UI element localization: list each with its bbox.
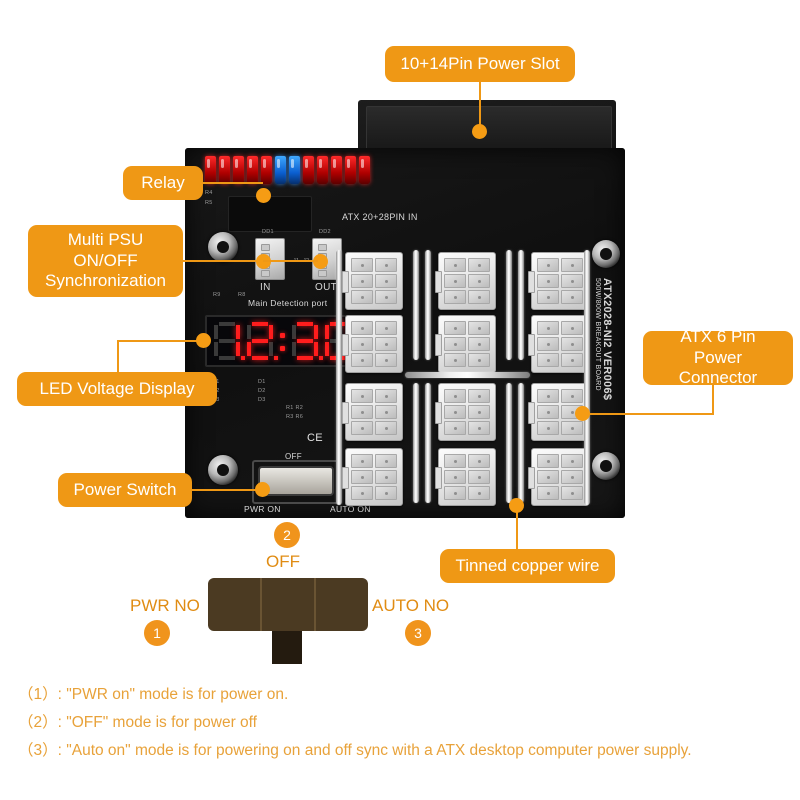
leader-multi-psu-b: [263, 260, 318, 262]
switch-number-2: 2: [274, 522, 300, 548]
silk-in-label: IN: [260, 282, 271, 293]
tinned-copper-wire: [518, 383, 524, 503]
leader-multi-psu: [183, 260, 263, 262]
led-digit-1: [214, 322, 245, 360]
led-colon: [280, 326, 285, 356]
switch-auto-no-label: AUTO NO: [372, 596, 450, 615]
tinned-copper-wire: [506, 250, 512, 360]
switch-off-label: OFF: [266, 552, 300, 571]
silk-pwr-on-label: PWR ON: [244, 504, 281, 514]
callout-tinned-copper-wire[interactable]: Tinned copper wire: [440, 549, 615, 583]
callout-atx-6pin[interactable]: ATX 6 Pin Power Connector: [643, 327, 793, 387]
callout-led-voltage-display[interactable]: LED Voltage Display: [17, 372, 217, 406]
silk-dd1: DD1: [262, 229, 274, 235]
silk-out-label: OUT: [315, 282, 338, 293]
atx-6pin-connector: [435, 383, 496, 441]
anchor-dot-multi-psu-secondary: [313, 254, 328, 269]
anchor-dot-power-slot: [472, 124, 487, 139]
switch-number-1: 1: [144, 620, 170, 646]
tinned-copper-wire: [413, 250, 419, 360]
leader-led-display-horiz: [117, 340, 202, 342]
tinned-copper-wire: [413, 383, 419, 503]
silk-auto-on-label: AUTO ON: [330, 504, 371, 514]
footnote-1: （1）: "PWR on" mode is for power on.: [18, 686, 289, 703]
atx-6pin-connector: [342, 315, 403, 373]
silk-atx-in-label: ATX 20+28PIN IN: [342, 212, 418, 222]
callout-relay[interactable]: Relay: [123, 166, 203, 200]
silk-r5: R5: [205, 200, 213, 206]
tinned-copper-wire: [584, 250, 590, 505]
footnote-3: （3）: "Auto on" mode is for powering on a…: [18, 742, 692, 759]
switch-pwr-no-label: PWR NO: [130, 596, 200, 615]
switch-number-3: 3: [405, 620, 431, 646]
callout-power-slot[interactable]: 10+14Pin Power Slot: [385, 46, 575, 82]
leader-power-slot: [479, 82, 481, 130]
led-digit-3: [292, 322, 323, 360]
tinned-copper-wire: [518, 250, 524, 360]
leader-tinned-wire: [516, 506, 518, 549]
silk-main-detection-port: Main Detection port: [248, 298, 328, 308]
anchor-dot-atx6pin: [575, 406, 590, 421]
atx-6pin-connector: [435, 448, 496, 506]
tinned-copper-wire: [425, 250, 431, 360]
silk-board-spec: 500W/800W BREAKOUT BOARD: [594, 278, 601, 391]
atx-6pin-connector: [528, 252, 589, 310]
switch-stem: [272, 631, 302, 664]
anchor-dot-relay: [256, 188, 271, 203]
switch-position-off[interactable]: [262, 578, 316, 631]
silk-r4: R4: [205, 190, 213, 196]
atx-6pin-connector: [342, 252, 403, 310]
footnote-2: （2）: "OFF" mode is for power off: [18, 714, 257, 731]
relay-module-block: [228, 196, 312, 232]
silk-ce: CE: [307, 432, 323, 444]
atx-6pin-connector: [435, 252, 496, 310]
leader-atx6pin-horiz: [590, 413, 714, 415]
callout-multi-psu-sync[interactable]: Multi PSU ON/OFF Synchronization: [28, 225, 183, 297]
mounting-hole-bottom-left: [208, 455, 238, 485]
mounting-hole-top-left: [208, 232, 238, 262]
silk-dd2: DD2: [319, 229, 331, 235]
silk-off-label: OFF: [285, 452, 302, 461]
tinned-copper-wire: [336, 250, 342, 505]
atx-6pin-connector: [342, 383, 403, 441]
silk-board-model: ATX2028-NI2 VER006$: [601, 278, 613, 401]
leader-led-display-vert: [117, 340, 119, 372]
leader-atx6pin-vert: [712, 385, 714, 413]
mounting-hole-bottom-right: [592, 452, 620, 480]
leader-power-switch: [192, 489, 262, 491]
switch-position-auto[interactable]: [316, 578, 368, 631]
anchor-dot-led-display: [196, 333, 211, 348]
power-switch-slider[interactable]: [258, 466, 334, 496]
atx-6pin-connector: [342, 448, 403, 506]
tinned-copper-wire: [405, 372, 530, 378]
tinned-copper-wire: [506, 383, 512, 503]
atx-6pin-connector: [435, 315, 496, 373]
switch-illustration[interactable]: [208, 578, 368, 631]
silk-r9: R9: [213, 292, 221, 298]
leader-relay: [203, 182, 263, 184]
atx-6pin-connector: [528, 315, 589, 373]
tinned-copper-wire: [425, 383, 431, 503]
atx-6pin-connector: [528, 448, 589, 506]
led-digit-2: [247, 322, 278, 360]
mounting-hole-top-right: [592, 240, 620, 268]
switch-position-pwr[interactable]: [208, 578, 262, 631]
relay-led-indicator-row: [205, 156, 390, 186]
anchor-dot-power-switch: [255, 482, 270, 497]
callout-power-switch[interactable]: Power Switch: [58, 473, 192, 507]
anchor-dot-tinned-wire: [509, 498, 524, 513]
silk-r8: R8: [238, 292, 246, 298]
